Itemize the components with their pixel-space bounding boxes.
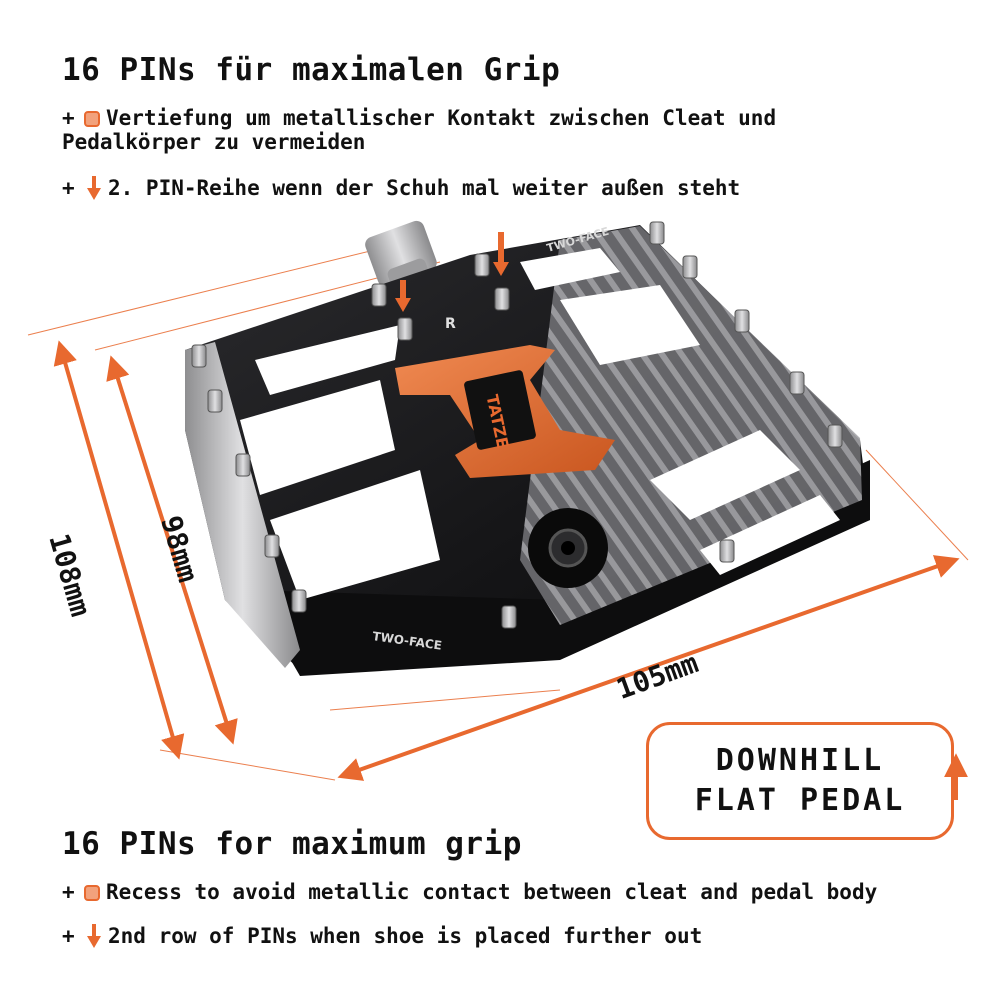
width-arrow	[337, 555, 960, 781]
orange-square-icon	[84, 885, 100, 901]
bullet-recess-german-line1: Vertiefung um metallischer Kontakt zwisc…	[106, 106, 777, 130]
pedal-body	[185, 225, 870, 676]
badge-line1: DOWNHILL	[715, 743, 885, 778]
dimension-arrows	[53, 340, 968, 800]
bullet-row-english-text: 2nd row of PINs when shoe is placed furt…	[108, 924, 703, 948]
orange-down-arrow-icon	[87, 176, 101, 200]
badge-line2: FLAT PEDAL	[694, 783, 906, 818]
bullet-plus: +	[62, 106, 75, 130]
bullet-recess-english-text: Recess to avoid metallic contact between…	[106, 880, 878, 904]
inner-length-arrow	[106, 355, 238, 745]
bullet-row-english: +2nd row of PINs when shoe is placed fur…	[62, 924, 962, 948]
heading-english: 16 PINs for maximum grip	[62, 826, 522, 862]
bullet-plus: +	[62, 924, 75, 948]
orange-square-icon	[84, 111, 100, 127]
bullet-row-german-text: 2. PIN-Reihe wenn der Schuh mal weiter a…	[108, 176, 741, 200]
pedal-pins	[191, 221, 843, 629]
bullet-recess-german: + Vertiefung um metallischer Kontakt zwis…	[62, 106, 962, 154]
second-row-pointers	[395, 232, 509, 312]
bullet-row-german: +2. PIN-Reihe wenn der Schuh mal weiter …	[62, 176, 962, 200]
bullet-recess-english: + Recess to avoid metallic contact betwee…	[62, 880, 962, 904]
downhill-badge: DOWNHILL FLAT PEDAL	[646, 722, 954, 840]
end-cap	[528, 508, 608, 588]
bullet-recess-german-line2: Pedalkörper zu vermeiden	[62, 130, 366, 154]
bullet-plus: +	[62, 176, 75, 200]
side-mark: R	[445, 316, 456, 332]
heading-german: 16 PINs für maximalen Grip	[62, 52, 561, 88]
bullet-plus: +	[62, 880, 75, 904]
orange-down-arrow-icon	[87, 924, 101, 948]
